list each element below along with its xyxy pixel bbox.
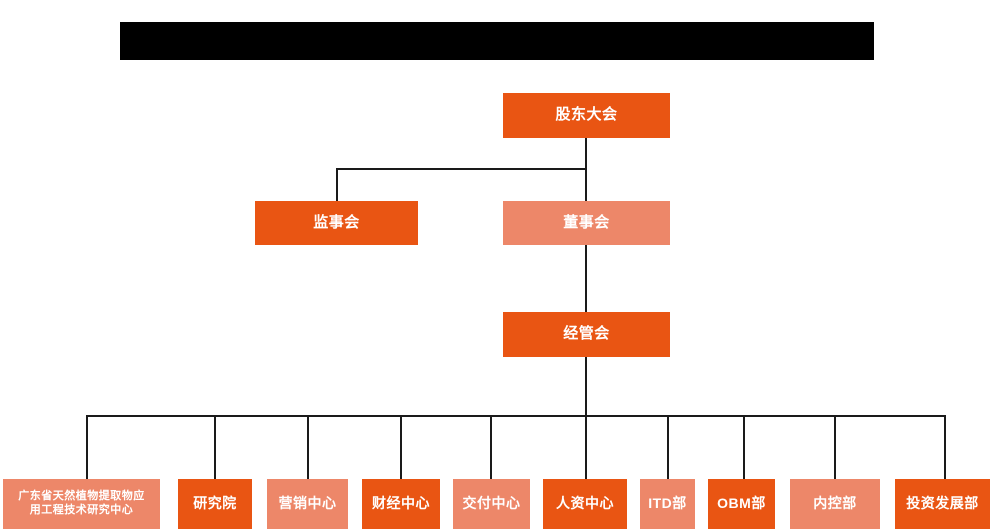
connector-drop-marketing-center [307,415,309,479]
node-label-board-of-supervisors: 监事会 [313,213,360,231]
connector-level4-bus [86,415,946,417]
connector-drop-delivery-center [490,415,492,479]
node-label-research-institute: 研究院 [193,495,237,512]
node-finance-center[interactable]: 财经中心 [362,479,440,529]
node-label-shareholders-meeting: 股东大会 [555,106,618,124]
connector-drop-board-of-supervisors [336,168,338,201]
node-management-committee[interactable]: 经管会 [503,312,670,357]
node-label-internal-control-department: 内控部 [813,495,857,512]
connector-drop-internal-control-department [834,415,836,479]
connector-drop-guangdong-research-center [86,415,88,479]
node-shareholders-meeting[interactable]: 股东大会 [503,93,670,138]
connector-drop-finance-center [400,415,402,479]
node-label-investment-development-department: 投资发展部 [906,495,979,512]
connector-level2-bus [336,168,587,170]
connector-drop-itd-department [667,415,669,479]
node-label-guangdong-research-center-line1: 广东省天然植物提取物应 [18,490,145,503]
node-label-guangdong-research-center-line2: 用工程技术研究中心 [29,504,134,516]
node-label-management-committee: 经管会 [563,325,610,343]
node-guangdong-research-center[interactable]: 广东省天然植物提取物应 用工程技术研究中心 [3,479,160,529]
node-research-institute[interactable]: 研究院 [178,479,252,529]
node-label-hr-center: 人资中心 [556,495,614,512]
redacted-title-bar [120,22,874,60]
node-label-obm-department: OBM部 [717,495,766,512]
node-marketing-center[interactable]: 营销中心 [267,479,348,529]
node-internal-control-department[interactable]: 内控部 [790,479,880,529]
node-delivery-center[interactable]: 交付中心 [453,479,530,529]
connector-drop-hr-center [585,415,587,479]
connector-drop-board-of-directors [585,168,587,201]
node-investment-development-department[interactable]: 投资发展部 [895,479,990,529]
node-hr-center[interactable]: 人资中心 [543,479,627,529]
connector-drop-obm-department [743,415,745,479]
node-itd-department[interactable]: ITD部 [640,479,695,529]
node-label-delivery-center: 交付中心 [462,495,521,512]
node-board-of-directors[interactable]: 董事会 [503,201,670,245]
connector-directors-to-management [585,245,587,312]
node-board-of-supervisors[interactable]: 监事会 [255,201,418,245]
node-label-marketing-center: 营销中心 [278,495,337,512]
node-label-itd-department: ITD部 [648,495,687,512]
connector-drop-research-institute [214,415,216,479]
connector-management-stem [585,357,587,416]
node-label-board-of-directors: 董事会 [563,213,610,231]
connector-shareholders-stem [585,138,587,169]
node-obm-department[interactable]: OBM部 [708,479,775,529]
connector-drop-investment-development-department [944,415,946,479]
node-label-finance-center: 财经中心 [372,495,430,512]
